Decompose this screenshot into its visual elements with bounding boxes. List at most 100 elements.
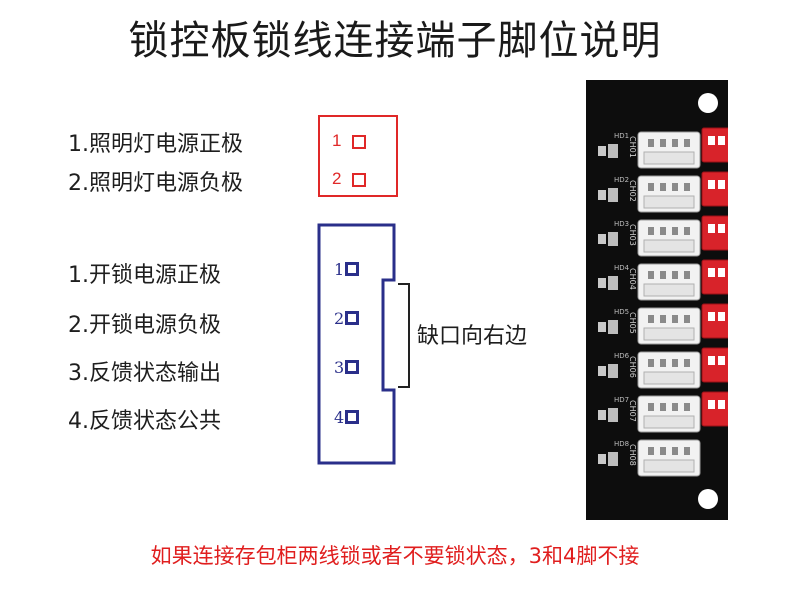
channel-label: CH04 — [628, 268, 637, 290]
connector-pin — [648, 227, 654, 235]
led-label: HD5 — [614, 308, 629, 316]
lock-pin-2-number: 2 — [334, 309, 345, 328]
led-label: HD2 — [614, 176, 629, 184]
lock-pin-1-number: 1 — [334, 260, 345, 279]
notch-label: 缺口向右边 — [417, 324, 528, 349]
connector-pin — [660, 227, 666, 235]
connector-pin — [672, 315, 678, 323]
red-connector-pin — [708, 224, 715, 233]
connector-pin — [660, 183, 666, 191]
connector-pin — [660, 403, 666, 411]
red-connector-pin — [718, 268, 725, 277]
red-connector-pin — [708, 136, 715, 145]
connector-pin — [672, 139, 678, 147]
lock-label-1: 1.开锁电源正极 — [68, 263, 221, 288]
red-connector-pin — [718, 400, 725, 409]
pcb-led — [608, 144, 618, 158]
connector-pin — [684, 447, 690, 455]
connector-pin — [660, 271, 666, 279]
lock-pin-4-number: 4 — [334, 408, 345, 427]
channel-label: CH02 — [628, 180, 637, 202]
white-connector-lip — [643, 283, 695, 297]
connector-pin — [648, 359, 654, 367]
connector-pin — [648, 183, 654, 191]
white-connector-lip — [643, 151, 695, 165]
channel-label: CH07 — [628, 400, 637, 422]
white-connector-lip — [643, 195, 695, 209]
white-connector-lip — [643, 327, 695, 341]
white-connector-lip — [643, 459, 695, 473]
pcb-pad — [598, 322, 606, 332]
pcb-pad — [598, 366, 606, 376]
white-connector-lip — [643, 371, 695, 385]
lock-pin-4-square — [345, 410, 359, 424]
lock-label-2: 2.开锁电源负极 — [68, 313, 221, 338]
connector-pin — [672, 227, 678, 235]
red-connector-pin — [718, 136, 725, 145]
connector-pin — [684, 403, 690, 411]
connector-pin — [660, 447, 666, 455]
pcb-led — [608, 452, 618, 466]
led-label: HD1 — [614, 132, 629, 140]
connector-pin — [648, 315, 654, 323]
pcb-led — [608, 408, 618, 422]
light-label-2: 2.照明灯电源负极 — [68, 171, 243, 196]
connector-pin — [660, 139, 666, 147]
lock-label-3: 3.反馈状态输出 — [68, 361, 221, 386]
connector-pin — [660, 315, 666, 323]
page-title: 锁控板锁线连接端子脚位说明 — [128, 18, 662, 64]
lock-pin-2-square — [345, 311, 359, 325]
white-connector-lip — [643, 415, 695, 429]
lock-pin-1-square — [345, 262, 359, 276]
mounting-hole-top — [698, 93, 718, 113]
connector-pin — [648, 139, 654, 147]
channel-label: CH03 — [628, 224, 637, 246]
red-connector-pin — [718, 312, 725, 321]
channel-label: CH01 — [628, 136, 637, 158]
red-connector-pin — [718, 356, 725, 365]
led-label: HD4 — [614, 264, 630, 272]
connector-pin — [684, 359, 690, 367]
pcb-led — [608, 188, 618, 202]
led-label: HD7 — [614, 396, 629, 404]
lock-connector-outline — [317, 223, 396, 465]
red-connector-pin — [708, 268, 715, 277]
connector-pin — [684, 227, 690, 235]
pcb-pad — [598, 234, 606, 244]
light-pin-2-square — [352, 173, 366, 187]
pcb-pad — [598, 190, 606, 200]
pcb-led — [608, 320, 618, 334]
connector-pin — [672, 447, 678, 455]
led-label: HD8 — [614, 440, 629, 448]
pcb-pad — [598, 278, 606, 288]
connector-pin — [672, 403, 678, 411]
notch-bracket — [398, 283, 410, 388]
red-connector-pin — [708, 400, 715, 409]
led-label: HD6 — [614, 352, 630, 360]
pcb-pad — [598, 146, 606, 156]
red-connector-pin — [708, 312, 715, 321]
red-connector-pin — [718, 224, 725, 233]
red-connector-pin — [708, 180, 715, 189]
red-connector-pin — [708, 356, 715, 365]
lock-control-board: HD1CH01HD2CH02HD3CH03HD4CH04HD5CH05HD6CH… — [586, 80, 728, 520]
light-pin-1-square — [352, 135, 366, 149]
connector-pin — [684, 315, 690, 323]
red-connector-pin — [718, 180, 725, 189]
connector-pin — [648, 447, 654, 455]
pcb-led — [608, 232, 618, 246]
pcb-led — [608, 364, 618, 378]
connector-pin — [672, 271, 678, 279]
footnote: 如果连接存包柜两线锁或者不要锁状态，3和4脚不接 — [150, 544, 640, 568]
connector-pin — [684, 183, 690, 191]
channel-label: CH05 — [628, 312, 637, 334]
channel-label: CH06 — [628, 356, 637, 378]
connector-pin — [660, 359, 666, 367]
connector-pin — [648, 271, 654, 279]
connector-pin — [672, 359, 678, 367]
light-label-1: 1.照明灯电源正极 — [68, 132, 243, 157]
lock-pin-3-number: 3 — [334, 358, 345, 377]
light-terminal-diagram: 1 2 — [318, 115, 398, 197]
connector-pin — [684, 139, 690, 147]
light-pin-1-number: 1 — [332, 131, 342, 150]
